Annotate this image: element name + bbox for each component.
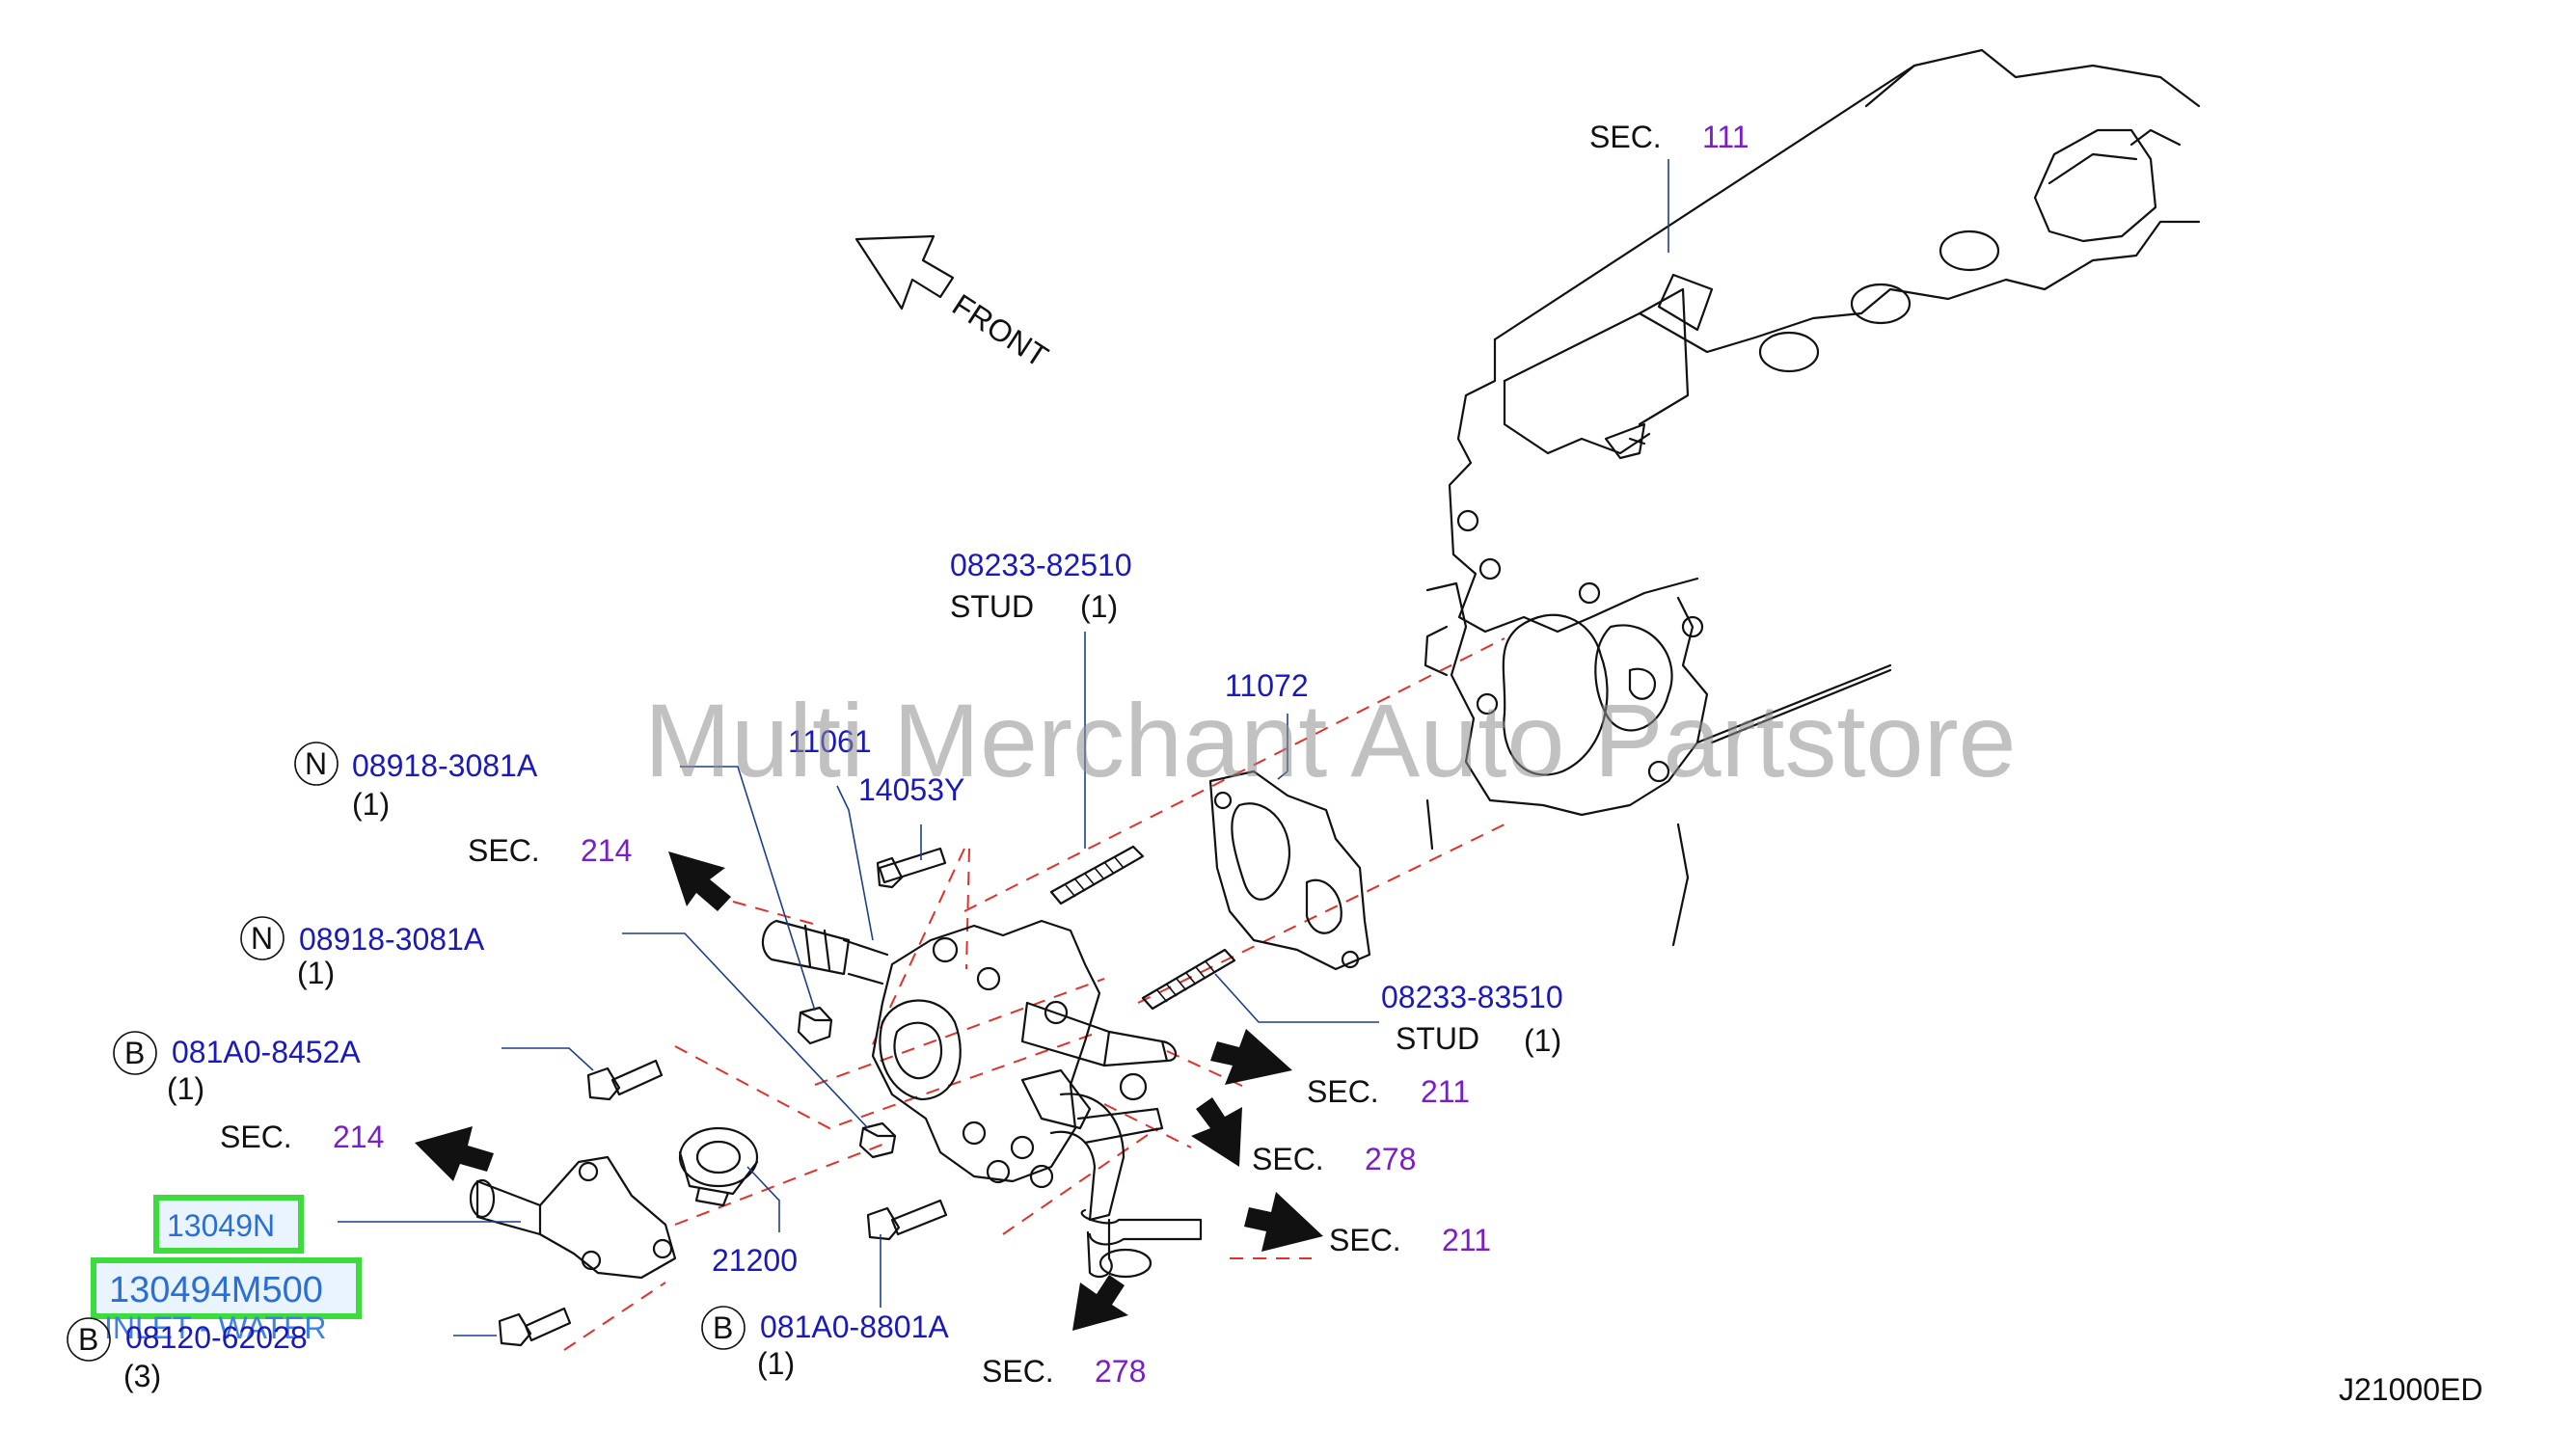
part-number-stud-mid[interactable]: 08233-83510	[1381, 980, 1563, 1014]
part-number-inlet-highlight	[153, 1195, 304, 1254]
part-number-bolt-8801[interactable]: 081A0-8801A	[760, 1310, 949, 1344]
sec-label-number[interactable]: 278	[1365, 1142, 1416, 1176]
nut-b-drawing	[858, 1121, 897, 1159]
watermark: Multi Merchant Auto Partstore	[644, 682, 2017, 798]
marker-b-icon: B	[713, 1310, 733, 1345]
sec-label-prefix: SEC.	[220, 1120, 292, 1154]
sec-label-number[interactable]: 111	[1702, 120, 1749, 154]
bolt-8801-drawing	[866, 1199, 948, 1241]
part-number-thermostat[interactable]: 21200	[712, 1243, 798, 1278]
sec-label-number[interactable]: 214	[333, 1120, 384, 1154]
part-number-nut-b[interactable]: 08918-3081A	[299, 922, 485, 957]
sec-label-prefix: SEC.	[468, 833, 540, 868]
nut-a-drawing	[797, 1006, 833, 1045]
part-qty-stud-mid: (1)	[1524, 1023, 1561, 1058]
part-number-stud-top[interactable]: 08233-82510	[950, 548, 1132, 582]
diagram-code: J21000ED	[2339, 1372, 2482, 1407]
part-qty-stud-top: (1)	[1080, 589, 1118, 624]
part-qty-bolt-8801: (1)	[757, 1346, 795, 1381]
marker-n-icon: N	[251, 921, 273, 956]
part-name-stud-mid: STUD	[1396, 1021, 1479, 1056]
front-label: FRONT	[946, 287, 1054, 374]
marker-b-icon: B	[124, 1036, 145, 1070]
sec-label-number[interactable]: 214	[581, 833, 632, 868]
sec-label-prefix: SEC.	[1329, 1223, 1401, 1257]
gasket-drawing	[1208, 770, 1371, 971]
bolt-8452-drawing	[586, 1059, 664, 1101]
part-qty-nut-b: (1)	[297, 956, 335, 990]
part-number-bolt-14053[interactable]: 14053Y	[858, 772, 964, 807]
bolt-14053-drawing	[876, 847, 947, 889]
part-number-bolt-62028[interactable]: 08120-62028	[125, 1320, 308, 1355]
engine-head-drawing	[1424, 48, 2201, 947]
stud-top-drawing	[1049, 845, 1145, 905]
part-number-nut-a[interactable]: 08918-3081A	[352, 748, 538, 783]
flow-arrows	[415, 851, 1323, 1331]
part-qty-bolt-8452: (1)	[167, 1071, 204, 1106]
part-number-housing[interactable]: 11061	[788, 724, 872, 759]
bolt-62028-drawing	[498, 1307, 572, 1347]
front-arrow-icon	[854, 234, 955, 310]
alt-part-number-inlet-highlight	[91, 1257, 362, 1319]
sec-label-prefix: SEC.	[1307, 1074, 1379, 1109]
part-number-inlet-water[interactable]: 13049N	[167, 1208, 275, 1243]
part-name-stud-top: STUD	[950, 589, 1034, 624]
part-number-bolt-8452[interactable]: 081A0-8452A	[172, 1035, 361, 1069]
sec-label-prefix: SEC.	[1252, 1142, 1324, 1176]
thermostat-housing-drawing	[761, 919, 1203, 1279]
part-qty-nut-a: (1)	[352, 787, 390, 822]
alt-part-number-inlet-water[interactable]: 130494M500	[109, 1270, 323, 1310]
part-qty-bolt-62028: (3)	[123, 1359, 161, 1393]
part-number-gasket[interactable]: 11072	[1225, 668, 1309, 703]
marker-b-icon: B	[78, 1322, 98, 1357]
sec-label-number[interactable]: 211	[1442, 1223, 1491, 1257]
sec-label-number[interactable]: 211	[1421, 1074, 1470, 1109]
inlet-water-drawing	[469, 1155, 677, 1280]
sec-label-prefix: SEC.	[1589, 120, 1662, 154]
marker-n-icon: N	[305, 746, 327, 781]
leader-lines	[338, 632, 1379, 1336]
thermostat-drawing	[678, 1126, 759, 1207]
sec-label-prefix: SEC.	[982, 1354, 1054, 1389]
sec-label-number[interactable]: 278	[1095, 1354, 1146, 1389]
part-name-inlet-water: INLET - WATER	[104, 1310, 327, 1345]
stud-mid-drawing	[1141, 948, 1236, 1011]
